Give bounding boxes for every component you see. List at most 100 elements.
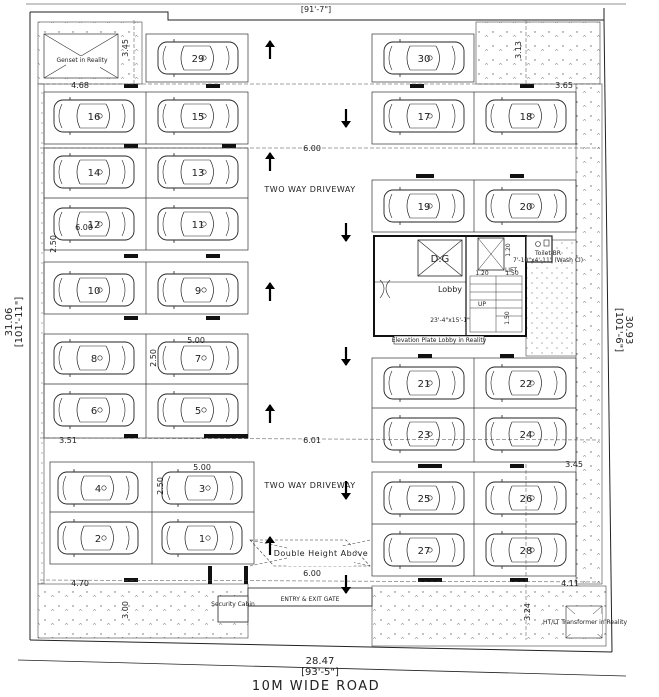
parking-car-2: 2 [57, 518, 139, 558]
dim-250-c: 2.50 [156, 477, 165, 495]
parking-car-1: 1 [161, 518, 243, 558]
slot-number: 27 [418, 546, 431, 557]
dim-411: 4.11 [561, 579, 579, 588]
parking-car-19: 19 [383, 186, 465, 226]
parking-car-11: 11 [157, 204, 239, 244]
slot-number: 13 [192, 168, 205, 179]
slot-number: 4 [95, 484, 101, 495]
slot-number: 8 [91, 354, 97, 365]
slot-number: 30 [418, 54, 431, 65]
slot-number: 6 [91, 406, 97, 417]
parking-slots [43, 33, 577, 577]
road-label: 10M WIDE ROAD [252, 679, 380, 694]
dim-351: 3.51 [59, 436, 77, 445]
parking-car-4: 4 [57, 468, 139, 508]
dim-bottom-ft: [93'-5"] [301, 667, 339, 678]
slot-number: 1 [199, 534, 205, 545]
slot-number: 19 [418, 202, 431, 213]
transformer-label: HT/LT Transformer in Reality [543, 619, 628, 626]
dim-345-mid: 3.45 [565, 460, 583, 469]
staircase [469, 275, 523, 333]
slot-number: 14 [88, 168, 101, 179]
slot-number: 16 [88, 112, 101, 123]
parking-car-27: 27 [383, 530, 465, 570]
parking-car-26: 26 [485, 478, 567, 518]
dim-365: 3.65 [555, 81, 573, 90]
slot-number: 15 [192, 112, 205, 123]
slot-number: 9 [195, 286, 201, 297]
slot-number: 24 [520, 430, 533, 441]
slot-number: 7 [195, 354, 201, 365]
parking-car-14: 14 [53, 152, 135, 192]
slot-number: 20 [520, 202, 533, 213]
parking-car-30: 30 [383, 38, 465, 78]
dim-150-b: 1.50 [504, 311, 511, 325]
parking-car-9: 9 [157, 270, 239, 310]
driveway-label-lower: TWO WAY DRIVEWAY [263, 481, 355, 490]
parking-car-15: 15 [157, 96, 239, 136]
parking-car-13: 13 [157, 152, 239, 192]
wheel-stops [124, 84, 534, 584]
slot-number: 18 [520, 112, 533, 123]
lobby-size: 23'-4"x15'-1" [430, 317, 470, 324]
lobby-label: Lobby [438, 285, 462, 294]
slot-number: 25 [418, 494, 431, 505]
parking-car-23: 23 [383, 414, 465, 454]
dim-345-top: 3.45 [121, 39, 130, 57]
driveway-labels: TWO WAY DRIVEWAY TWO WAY DRIVEWAY [263, 185, 355, 490]
slot-number: 22 [520, 379, 533, 390]
toilet-label: Toilet-BR [534, 250, 561, 257]
dim-left-m: 31.06 [4, 308, 15, 337]
core-block: D.G Lobby 23'-4"x15'-1" Elevation Plate … [373, 235, 583, 345]
dim-324: 3.24 [523, 603, 532, 621]
slot-number: 23 [418, 430, 431, 441]
dim-600-a: 6.00 [303, 144, 321, 153]
slot-number: 2 [95, 534, 101, 545]
security-label: Security Cabin [211, 601, 255, 608]
slot-number: 17 [418, 112, 431, 123]
traffic-arrows [263, 38, 353, 596]
genset-label: Genset in Reality [56, 57, 108, 64]
parking-car-25: 25 [383, 478, 465, 518]
dim-600-c: 6.00 [303, 569, 321, 578]
slot-number: 11 [192, 220, 205, 231]
slot-number: 29 [192, 54, 205, 65]
dim-120-a: 1.20 [505, 243, 512, 257]
parking-car-6: 6 [53, 390, 135, 430]
lift-label: LIFT [505, 267, 517, 274]
parking-car-8: 8 [53, 338, 135, 378]
dg-label: D.G [431, 254, 450, 265]
dim-600-b: 6.00 [75, 223, 93, 232]
parking-car-12: 12 [53, 204, 135, 244]
dim-left-ft: [101'-11"] [14, 297, 25, 348]
dim-300: 3.00 [121, 601, 130, 619]
dim-right-ft: [101'-6"] [613, 308, 624, 352]
parking-car-22: 22 [485, 363, 567, 403]
parking-car-10: 10 [53, 270, 135, 310]
dim-120-b: 1.20 [475, 270, 489, 277]
parking-car-17: 17 [383, 96, 465, 136]
parking-car-21: 21 [383, 363, 465, 403]
dimension-lines [39, 20, 601, 640]
lobby-note: Elevation Plate Lobby in Reality [392, 337, 487, 344]
dimension-texts: [91'-7"] 28.47 [93'-5"] 31.06 [101'-11"]… [4, 5, 634, 678]
toilet-size: 7'-10"x4'-11" (Wash Cl) [513, 257, 583, 264]
parking-car-3: 3 [161, 468, 243, 508]
parking-car-16: 16 [53, 96, 135, 136]
parking-car-20: 20 [485, 186, 567, 226]
dim-bottom-m: 28.47 [306, 656, 335, 667]
genset-zone: Genset in Reality [43, 33, 119, 79]
dim-500-b: 5.00 [193, 463, 211, 472]
slot-number: 26 [520, 494, 533, 505]
dim-313: 3.13 [514, 41, 523, 59]
dim-250-a: 2.50 [49, 235, 58, 253]
slot-number: 12 [88, 220, 101, 231]
dim-500-a: 5.00 [187, 336, 205, 345]
slot-number: 3 [199, 484, 205, 495]
dim-470: 4.70 [71, 579, 89, 588]
parking-car-29: 29 [157, 38, 239, 78]
dim-468: 4.68 [71, 81, 89, 90]
slot-number: 21 [418, 379, 431, 390]
